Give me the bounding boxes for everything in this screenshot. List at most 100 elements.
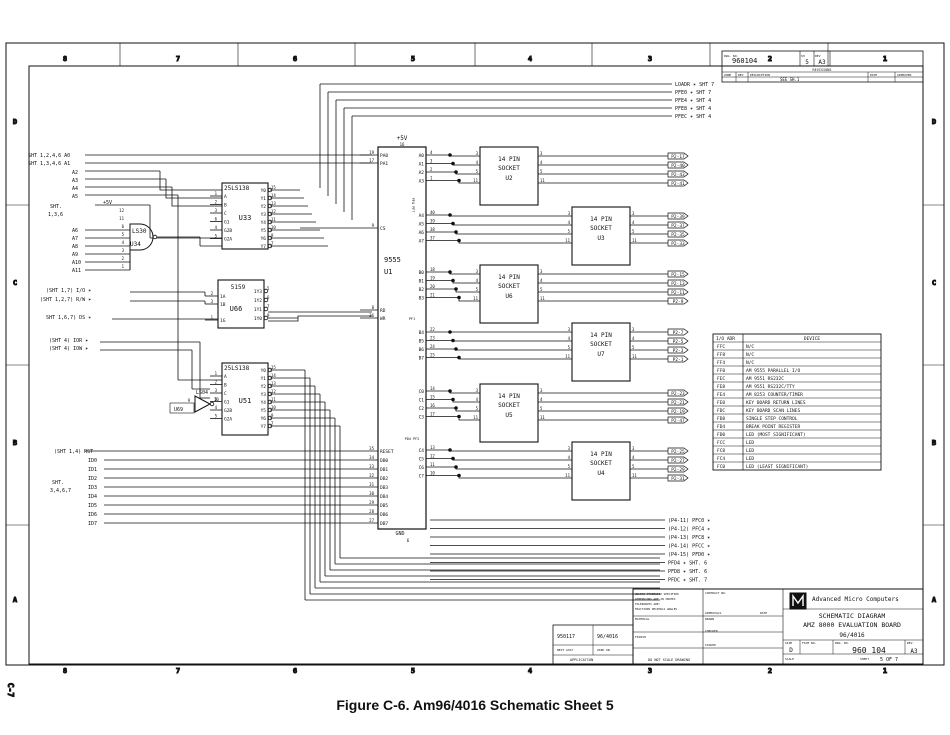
revision-sheet-number: 5 bbox=[805, 59, 809, 66]
wire bbox=[426, 475, 572, 479]
u1-pin-name: DB4 bbox=[380, 494, 388, 500]
socket-pin-right: 5 bbox=[632, 229, 635, 234]
u66-output-name: 1Y3 bbox=[254, 289, 262, 295]
connector-label: P2-13 bbox=[671, 281, 685, 287]
u33-output-name: Y1 bbox=[261, 196, 267, 202]
connector-label: P2-39 bbox=[671, 214, 685, 220]
u1-port-pin: A6 bbox=[419, 230, 425, 236]
signal-sht-group: 1,3,6 bbox=[48, 212, 63, 218]
u66-type: 5159 bbox=[231, 284, 246, 291]
wire bbox=[426, 390, 480, 394]
connector-flag bbox=[667, 407, 689, 415]
connector-label: P2-40 bbox=[671, 163, 685, 169]
connector-label: P2-47 bbox=[671, 418, 685, 424]
junction-dot bbox=[451, 278, 455, 283]
socket-pin-left: 3 bbox=[476, 388, 479, 393]
drawing-title-2: AMZ 8000 EVALUATION BOARD bbox=[803, 621, 901, 629]
socket-title: 14 PIN bbox=[498, 156, 520, 163]
connector-flag bbox=[667, 355, 689, 363]
revision-header: DESCRIPTION bbox=[750, 73, 770, 77]
u33-output-name: Y4 bbox=[261, 220, 267, 226]
connector-label: P2-35 bbox=[671, 232, 685, 238]
io-table-device: LED bbox=[746, 440, 754, 446]
u51-input-name: C bbox=[224, 391, 227, 397]
u33-type: 25LS138 bbox=[224, 185, 250, 192]
u66-ref: U66 bbox=[230, 305, 243, 313]
u33-pin-left: 3 bbox=[215, 208, 218, 213]
io-table-address: FF8 bbox=[717, 352, 725, 358]
junction-dot bbox=[454, 347, 458, 351]
junction-dot bbox=[448, 448, 452, 452]
data-line-label: ID2 bbox=[88, 476, 97, 482]
zone-column-top: 3 bbox=[648, 55, 652, 63]
u33-output-name: Y2 bbox=[261, 204, 267, 210]
wire bbox=[426, 458, 572, 461]
socket-pin-right: 4 bbox=[540, 278, 543, 283]
io-table-address: FCC bbox=[717, 440, 725, 446]
u66-pin-right: 7 bbox=[267, 304, 270, 309]
application-label: APPLICATION bbox=[570, 658, 593, 662]
u1-pin-name: PA0 bbox=[380, 153, 388, 159]
data-line-label: ID5 bbox=[88, 503, 97, 509]
connector-label: P2-1 bbox=[673, 357, 684, 363]
address-line-label: A4 bbox=[72, 186, 78, 192]
socket-ref: U7 bbox=[597, 351, 605, 358]
connector-flag bbox=[667, 398, 689, 406]
u1-port-pin: B4 bbox=[419, 330, 425, 336]
socket-title: 14 PIN bbox=[590, 451, 612, 458]
title-size: D bbox=[789, 647, 793, 654]
wire bbox=[426, 466, 572, 470]
revision-dwg-label: DWG. NO. bbox=[724, 54, 739, 58]
connector-flag bbox=[667, 152, 689, 160]
u34-pin: 5 bbox=[122, 232, 125, 237]
socket-title: 14 PIN bbox=[590, 216, 612, 223]
connector-label: P2-25 bbox=[671, 449, 685, 455]
u1-port-number: 13 bbox=[430, 445, 435, 450]
socket-subtitle: SOCKET bbox=[498, 283, 520, 290]
u33-pin-right: 12 bbox=[271, 209, 276, 214]
u33-input-name: G2A bbox=[224, 237, 232, 243]
u51-output-name: Y4 bbox=[261, 400, 267, 406]
u1-port-number: 37 bbox=[430, 236, 435, 241]
title-block-note: UNLESS OTHERWISE SPECIFIED bbox=[635, 592, 679, 596]
socket-pin-left: 5 bbox=[568, 229, 571, 234]
title-block-finish: FINISH bbox=[635, 635, 646, 639]
socket-pin-left: 4 bbox=[476, 160, 479, 165]
address-line-label: A8 bbox=[72, 244, 78, 250]
title-rev: A3 bbox=[910, 648, 918, 655]
connector-label: P2-3 bbox=[673, 348, 684, 354]
u33-pin-left: 2 bbox=[215, 200, 218, 205]
junction-dot bbox=[448, 330, 452, 334]
connector-label: P2-41 bbox=[671, 181, 685, 187]
connector-flag bbox=[667, 297, 689, 305]
u1-type: 9555 bbox=[384, 256, 401, 264]
connector-label: P2-23 bbox=[671, 391, 685, 397]
u33-input-name: G2B bbox=[224, 228, 232, 234]
u1-port-pin: B5 bbox=[419, 339, 425, 345]
u66-pin-right: 6 bbox=[267, 295, 270, 300]
u34-pin: 11 bbox=[119, 216, 124, 221]
socket-pin-left: 5 bbox=[568, 464, 571, 469]
signal-sht-group: SHT. bbox=[52, 480, 64, 486]
socket-pin-right: 11 bbox=[632, 473, 637, 478]
wiring bbox=[85, 83, 672, 601]
wire bbox=[426, 357, 572, 360]
u66-output-name: 1Y0 bbox=[254, 316, 262, 322]
u51-output-name: Y0 bbox=[261, 368, 267, 374]
connector-flag bbox=[667, 456, 689, 464]
u1-port-pin: A0 bbox=[419, 153, 425, 159]
bottom-signal-label: (P4-13) PFC8 ✶ bbox=[668, 535, 710, 541]
top-signal-label: LOADR ✶ SHT 7 bbox=[675, 82, 714, 88]
u1-port-pin: A1 bbox=[419, 162, 425, 168]
wire bbox=[171, 187, 222, 207]
io-table-device: KEY BOARD SCAN LINES bbox=[746, 408, 800, 414]
wire bbox=[426, 297, 480, 302]
wire bbox=[426, 240, 572, 244]
title-block-checked: CHECKED bbox=[705, 629, 718, 633]
junction-dot bbox=[457, 238, 461, 243]
u1-port-number: 39 bbox=[430, 219, 435, 224]
wire bbox=[426, 449, 572, 452]
title-sheet: 5 OF 7 bbox=[880, 657, 898, 663]
u1-port-pin: C4 bbox=[419, 448, 425, 454]
junction-dot bbox=[457, 414, 461, 419]
